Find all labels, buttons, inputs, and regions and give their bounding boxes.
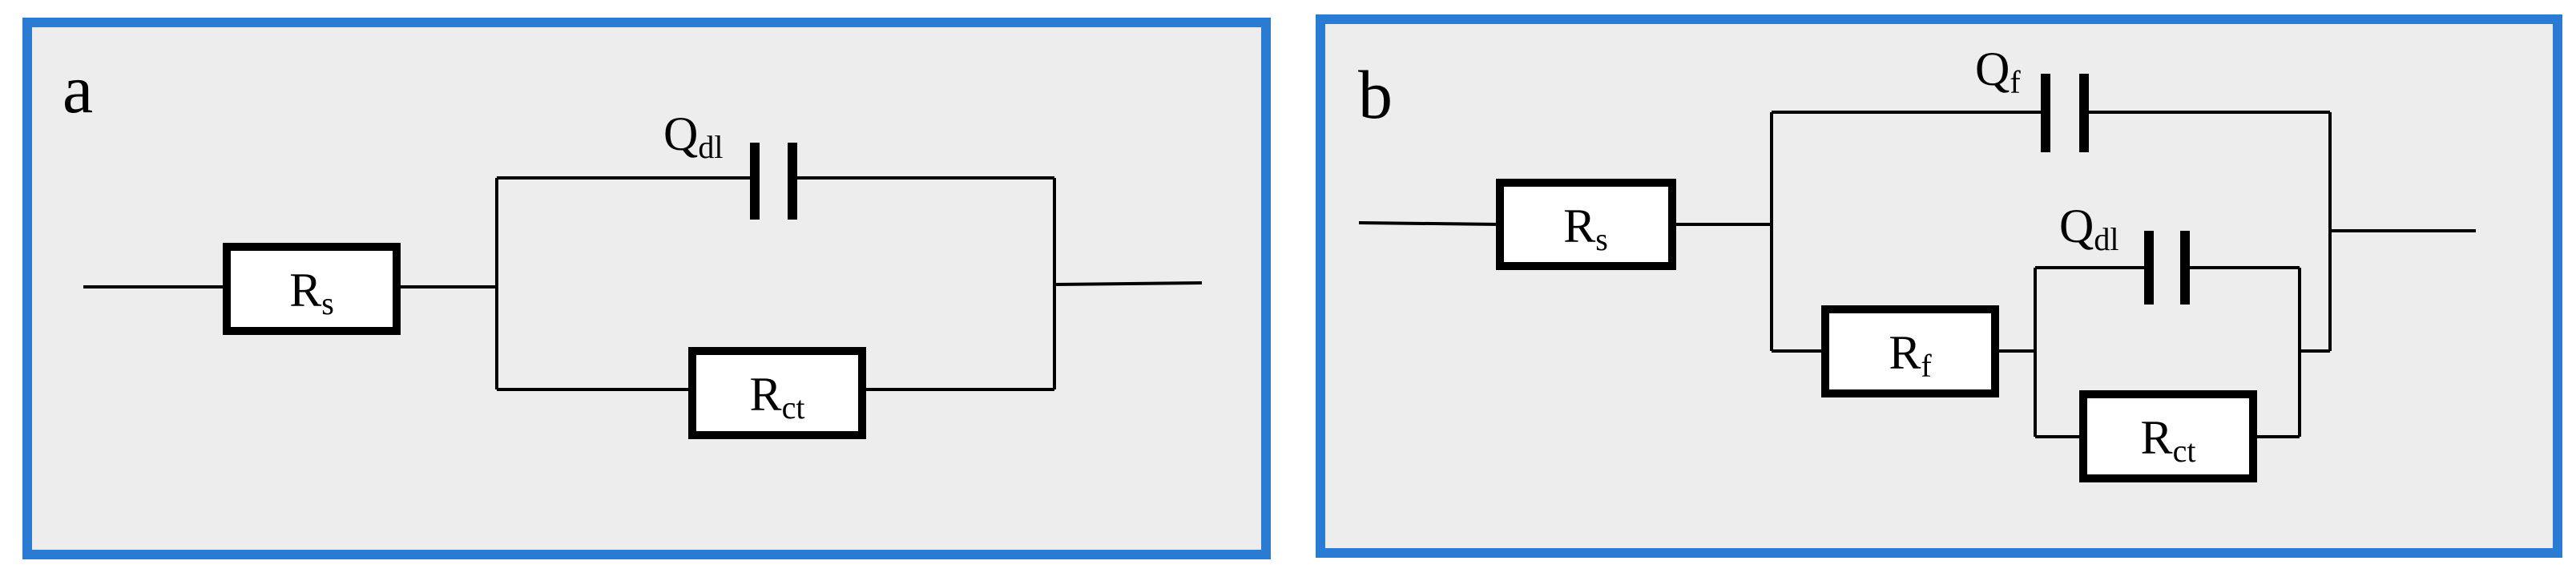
panel-a-rct-resistor: Rct [688, 347, 866, 439]
panel-b-letter: b [1358, 56, 1393, 133]
panel-b-rf-label: Rf [1889, 326, 1932, 384]
panel-a: a Rs Qdl Rct [22, 18, 1271, 559]
panel-b-rf-resistor: Rf [1821, 305, 1999, 397]
panel-b-rs-resistor: Rs [1496, 179, 1676, 270]
panel-b-rct-resistor: Rct [2079, 390, 2257, 482]
panel-a-rs-label: Rs [289, 264, 334, 321]
panel-a-qdl-label: Qdl [663, 107, 723, 165]
panel-a-rct-label: Rct [750, 368, 805, 426]
panel-b-wires [1358, 111, 2476, 438]
panel-b-qf-label: Qf [1975, 42, 2021, 100]
panel-b-frame [1316, 14, 2562, 558]
panel-a-wires [83, 176, 1203, 391]
panel-a-letter: a [62, 50, 93, 127]
panel-b-rs-label: Rs [1563, 200, 1608, 257]
panel-b-qdl-label: Qdl [2059, 200, 2118, 257]
panel-a-qdl-capacitor: Qdl [663, 107, 797, 220]
panel-a-rs-resistor: Rs [223, 243, 401, 335]
panel-b-rct-label: Rct [2141, 411, 2196, 469]
panel-b-qdl-capacitor: Qdl [2059, 200, 2190, 305]
panel-b-qf-capacitor: Qf [1975, 42, 2089, 152]
panel-b: b Rs [1316, 14, 2562, 558]
